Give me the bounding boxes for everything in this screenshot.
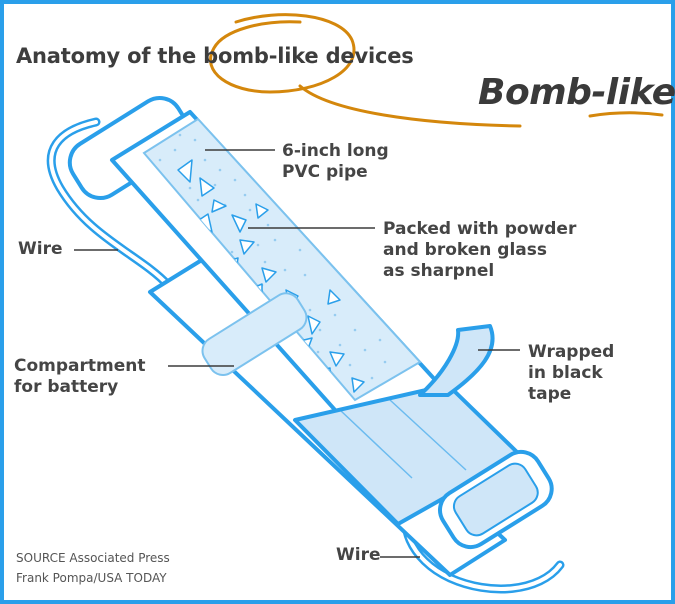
- label-tape-line: tape: [528, 384, 572, 404]
- source-credit: SOURCE Associated Press: [16, 551, 170, 565]
- label-compartment-line: Compartment: [14, 356, 146, 376]
- label-packed-line: and broken glass: [383, 240, 547, 260]
- label-packed-line: as sharpnel: [383, 261, 495, 281]
- badge-underline: [588, 111, 664, 118]
- annotation-swoosh: [298, 84, 522, 128]
- label-packed-powder: Packed with powder and broken glass as s…: [383, 219, 576, 282]
- label-packed-line: Packed with powder: [383, 219, 577, 239]
- battery-compartment: [201, 292, 308, 376]
- label-wire-top: Wire: [18, 239, 63, 259]
- diagram-title: Anatomy of the bomb-like devices: [16, 44, 414, 68]
- label-compartment: Compartment for battery: [14, 356, 146, 398]
- tape-flap: [418, 324, 495, 397]
- label-wire-bottom: Wire: [336, 545, 381, 565]
- label-pvc-line: 6-inch long: [282, 141, 389, 161]
- annotation-circle: [209, 13, 356, 94]
- label-compartment-line: for battery: [14, 377, 119, 397]
- pipe-bottom-cap: [438, 449, 554, 550]
- label-pvc-line: PVC pipe: [282, 162, 368, 182]
- label-tape: Wrapped in black tape: [528, 342, 614, 405]
- label-tape-line: Wrapped: [528, 342, 615, 362]
- label-pvc-pipe: 6-inch long PVC pipe: [282, 141, 389, 183]
- bomb-like-badge: Bomb-like: [478, 72, 675, 113]
- label-tape-line: in black: [528, 363, 603, 383]
- author-credit: Frank Pompa/USA TODAY: [16, 571, 167, 585]
